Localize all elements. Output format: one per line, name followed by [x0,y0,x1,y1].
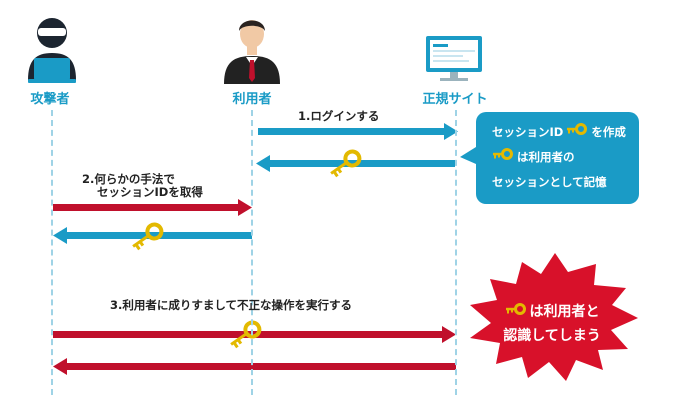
burst-text: は利用者と 認識してしまう [486,300,618,348]
key-icon [132,222,164,251]
message-steal-label-line1: 2.何らかの手法で [82,172,175,186]
key-icon [566,120,588,145]
session-callout: セッションID を作成 は利用者の セッションとして記憶 [476,112,639,204]
actor-label-site: 正規サイト [422,92,488,107]
callout-tail [460,147,476,164]
lifeline-user [251,110,253,395]
key-icon [492,145,514,170]
callout-line3: セッションとして記憶 [492,175,607,189]
businessman-icon [224,20,280,84]
key-icon [230,320,262,349]
key-icon [505,300,527,324]
callout-line1: セッションID [492,125,564,139]
message-impersonate-label: 3.利用者に成りすまして不正な操作を実行する [110,298,353,312]
website-monitor-icon [426,36,482,81]
arrow-response [53,358,456,375]
arrow-login [258,123,458,140]
actor-label-user: 利用者 [232,92,272,107]
hacker-laptop-icon [28,18,76,83]
arrow-stolen-key [53,227,252,244]
lifeline-attacker [51,110,53,395]
arrow-steal [53,199,252,216]
burst-line2: 認識してしまう [503,328,601,344]
arrow-session-return [256,155,455,172]
key-icon [330,149,362,178]
message-login-label: 1.ログインする [298,109,380,123]
message-steal-label-line2: セッションIDを取得 [97,185,203,199]
actor-label-attacker: 攻撃者 [30,92,70,107]
alert-burst [470,253,638,381]
lifeline-site [455,110,457,395]
callout-line2: は利用者の [517,150,575,164]
burst-line1: は利用者と [529,304,600,320]
callout-line1-suffix: を作成 [591,125,626,139]
